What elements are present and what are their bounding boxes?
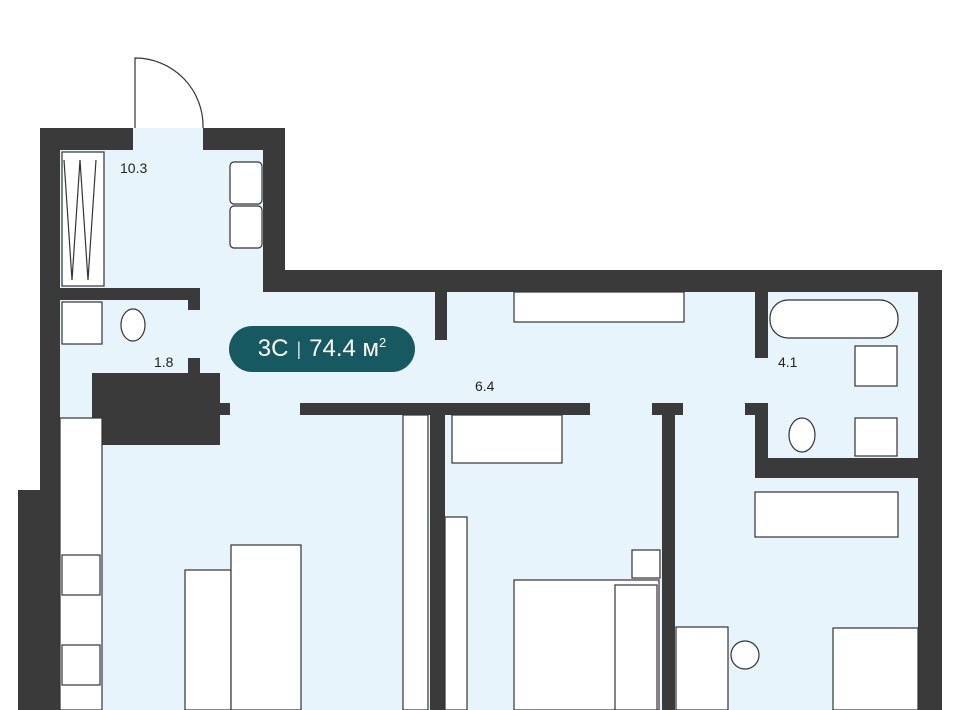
- entry-door: [134, 57, 204, 129]
- furniture: [59, 151, 919, 710]
- apartment-type: 3С: [257, 335, 289, 362]
- apartment-badge: 3С | 74.4 м2: [229, 326, 415, 372]
- badge-separator: |: [296, 338, 302, 359]
- walls: [18, 128, 942, 710]
- area-unit-sup: 2: [379, 335, 387, 350]
- apartment-area: 74.4 м: [309, 335, 380, 362]
- room-area-bathroom: 4.1: [778, 354, 798, 370]
- room-area-entry: 10.3: [120, 160, 148, 176]
- room-area-wc: 1.8: [154, 354, 174, 370]
- room-area-hall: 6.4: [475, 378, 495, 394]
